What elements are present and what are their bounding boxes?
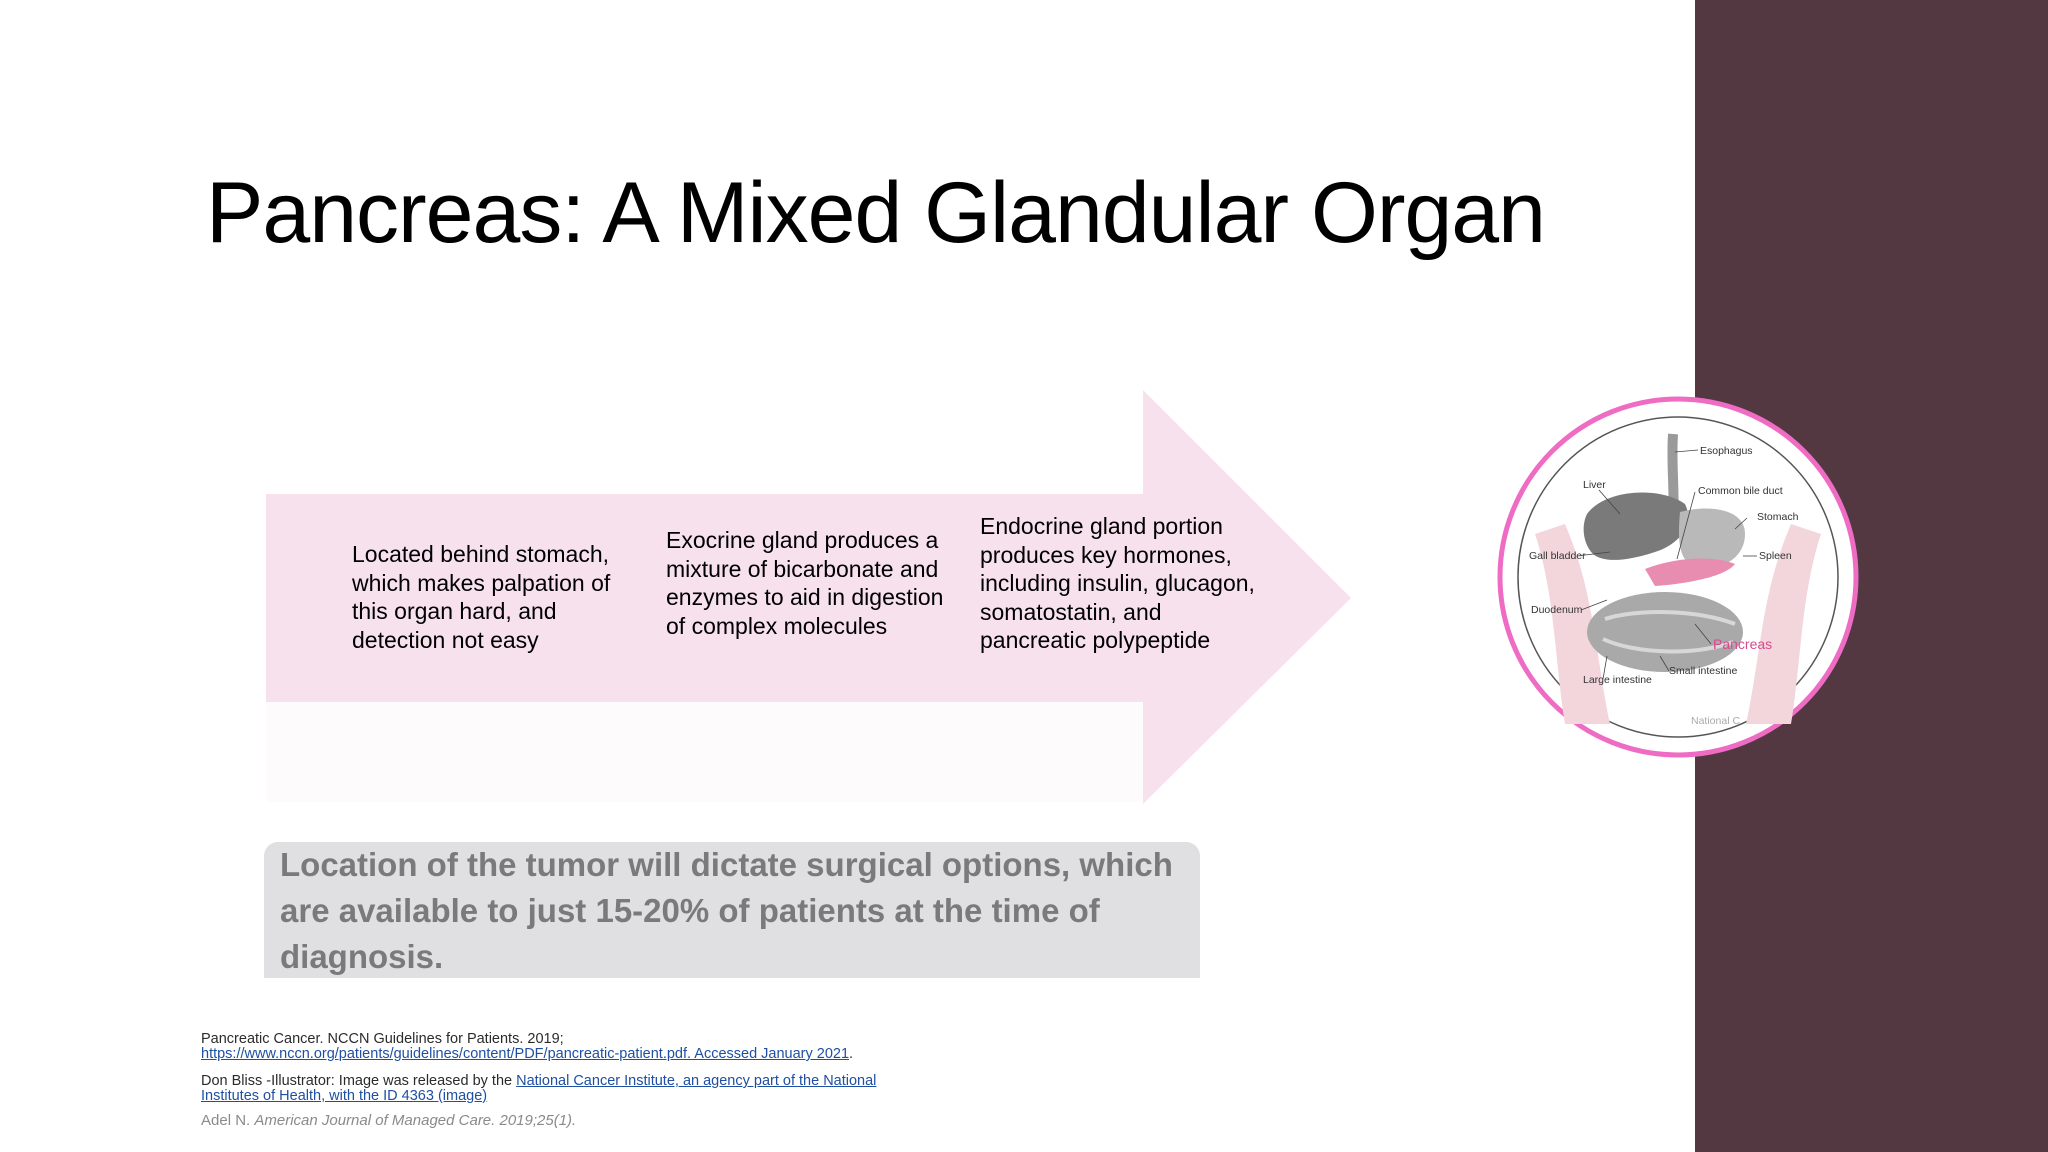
ref3-journal: American Journal of Managed Care. 2019;2… <box>254 1112 577 1129</box>
label-liver: Liver <box>1583 479 1606 491</box>
label-common-bile-duct: Common bile duct <box>1698 485 1783 497</box>
ref1-end: . <box>849 1046 854 1062</box>
ref2-link-line1[interactable]: National Cancer Institute, an agency par… <box>516 1073 877 1089</box>
arrow-reflection <box>266 702 1143 802</box>
arrow-shape <box>266 390 1351 804</box>
slide-title: Pancreas: A Mixed Glandular Organ <box>206 165 1546 261</box>
callout-text: Location of the tumor will dictate surgi… <box>280 846 1173 975</box>
ref3-author: Adel N. <box>201 1112 255 1129</box>
arrow-item-location: Located behind stomach, which makes palp… <box>352 541 611 653</box>
label-large-intestine: Large intestine <box>1583 674 1652 686</box>
arrow-item-exocrine: Exocrine gland produces a mixture of bic… <box>666 527 944 639</box>
label-small-intestine: Small intestine <box>1669 665 1737 677</box>
ref1-text: Pancreatic Cancer. NCCN Guidelines for P… <box>201 1031 564 1047</box>
ref1-link[interactable]: https://www.nccn.org/patients/guidelines… <box>201 1046 850 1062</box>
label-stomach: Stomach <box>1757 511 1799 523</box>
label-esophagus: Esophagus <box>1700 445 1753 457</box>
pancreas-anatomy-image: Esophagus Liver Common bile duct Stomach… <box>1497 396 1859 758</box>
arrow-item-endocrine: Endocrine gland portion produces key hor… <box>980 513 1255 653</box>
ref2-link-line2[interactable]: Institutes of Health, with the ID 4363 (… <box>201 1088 488 1104</box>
label-spleen: Spleen <box>1759 550 1792 562</box>
label-credit: National C <box>1691 715 1740 727</box>
label-duodenum: Duodenum <box>1531 604 1583 616</box>
label-gall-bladder: Gall bladder <box>1529 550 1586 562</box>
label-pancreas: Pancreas <box>1713 636 1772 652</box>
callout-box <box>264 842 1200 978</box>
references: Pancreatic Cancer. NCCN Guidelines for P… <box>201 1032 961 1130</box>
ref2-text: Don Bliss -Illustrator: Image was releas… <box>201 1073 517 1089</box>
process-arrow <box>266 390 1351 804</box>
